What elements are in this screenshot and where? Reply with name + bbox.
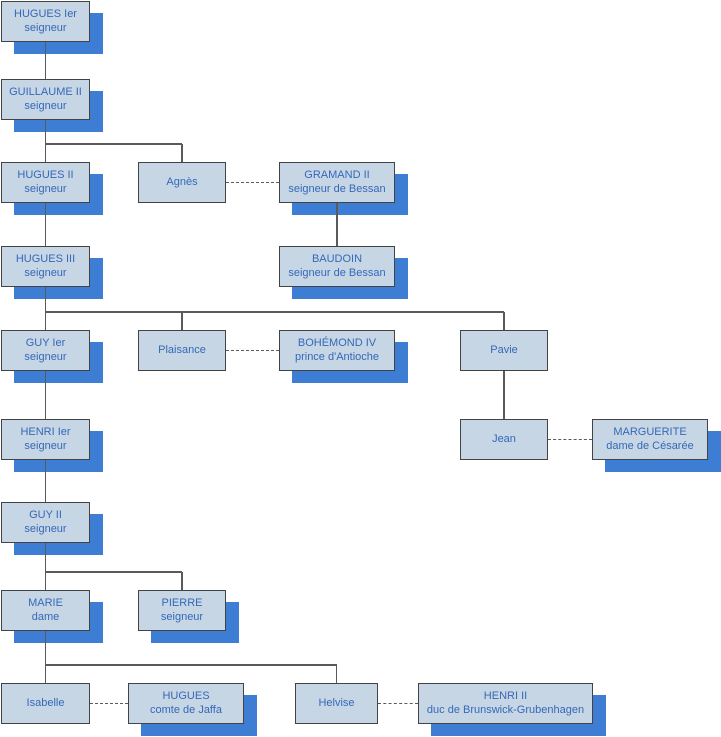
person-name: HUGUES III xyxy=(15,253,76,265)
sibling-bus-line xyxy=(45,143,182,145)
marriage-connector xyxy=(90,702,128,704)
person-node-jean[interactable]: Jean xyxy=(460,419,548,460)
person-title: seigneur xyxy=(24,182,67,195)
person-node-isabelle[interactable]: Isabelle xyxy=(1,683,90,724)
person-title: seigneur xyxy=(24,439,67,452)
person-name: Jean xyxy=(492,432,516,445)
person-name: GUY Ier xyxy=(25,337,66,349)
descent-line xyxy=(44,371,47,419)
person-name: GRAMAND II xyxy=(304,169,370,181)
descent-line xyxy=(181,144,183,162)
person-title: dame xyxy=(31,610,60,623)
person-title: seigneur xyxy=(24,522,67,535)
person-title: seigneur xyxy=(24,21,67,34)
descent-line xyxy=(336,203,338,246)
person-name: BAUDOIN xyxy=(311,253,363,265)
descent-line xyxy=(503,371,505,419)
person-node-pavie[interactable]: Pavie xyxy=(460,330,548,371)
person-title: dame de Césarée xyxy=(606,439,694,452)
sibling-bus-line xyxy=(45,311,504,313)
descent-line xyxy=(181,572,183,590)
person-name: HUGUES II xyxy=(17,169,74,181)
descent-line xyxy=(44,144,47,162)
person-name: MARGUERITE xyxy=(613,426,687,438)
person-title: prince d'Antioche xyxy=(294,350,380,363)
person-name: HENRI II xyxy=(483,690,528,702)
person-name: Isabelle xyxy=(26,696,65,709)
marriage-connector xyxy=(378,702,418,704)
descent-line xyxy=(44,42,47,79)
person-title: seigneur de Bessan xyxy=(288,266,386,279)
descent-line xyxy=(503,312,505,330)
person-title: seigneur xyxy=(24,99,67,112)
person-title: seigneur xyxy=(24,266,67,279)
marriage-connector xyxy=(226,181,279,183)
descent-line xyxy=(44,665,47,683)
person-name: GUY II xyxy=(29,509,62,521)
descent-line xyxy=(44,631,47,665)
sibling-bus-line xyxy=(45,664,337,666)
person-name: Helvise xyxy=(318,696,355,709)
descent-line xyxy=(44,312,47,330)
descent-line xyxy=(335,665,338,683)
person-title: duc de Brunswick-Grubenhagen xyxy=(426,703,585,716)
person-name: Agnès xyxy=(166,175,198,188)
person-name: Pavie xyxy=(490,343,518,356)
person-name: MARIE xyxy=(28,597,63,609)
descent-line xyxy=(44,120,47,144)
descent-line xyxy=(44,287,47,312)
sibling-bus-line xyxy=(45,571,182,573)
person-title: seigneur xyxy=(160,610,204,623)
descent-line xyxy=(44,460,47,502)
person-name: Plaisance xyxy=(158,343,206,356)
descent-line xyxy=(44,572,47,590)
person-name: HUGUES xyxy=(162,690,210,702)
person-name: BOHÉMOND IV xyxy=(297,337,377,349)
person-title: seigneur xyxy=(24,350,67,363)
marriage-connector xyxy=(548,438,592,440)
person-name: HENRI Ier xyxy=(20,426,71,438)
person-name: HUGUES Ier xyxy=(14,8,77,20)
descent-line xyxy=(44,203,47,246)
person-title: seigneur de Bessan xyxy=(288,182,386,195)
person-title: comte de Jaffa xyxy=(150,703,222,716)
person-node-plaisance[interactable]: Plaisance xyxy=(138,330,226,371)
descent-line xyxy=(181,312,183,330)
person-name: PIERRE xyxy=(161,597,203,609)
person-node-helvise[interactable]: Helvise xyxy=(295,683,378,724)
person-name: GUILLAUME II xyxy=(9,86,82,98)
marriage-connector xyxy=(226,349,279,351)
descent-line xyxy=(44,543,47,572)
person-node-agnes[interactable]: Agnès xyxy=(138,162,226,203)
